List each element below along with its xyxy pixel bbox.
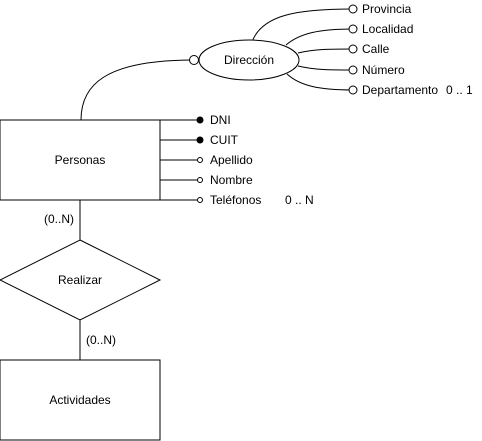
departamento-circle xyxy=(348,85,358,95)
telefonos-circle xyxy=(197,197,203,203)
connector-provincia xyxy=(251,8,354,43)
attr-dni: DNI xyxy=(210,113,231,127)
localidad-circle xyxy=(348,24,358,34)
connector-personas-direccion xyxy=(80,59,195,121)
card-realizar-actividades: (0..N) xyxy=(86,333,116,347)
numero-circle xyxy=(348,65,358,75)
attr-departamento: Departamento xyxy=(362,83,438,97)
cuit-key-circle xyxy=(196,136,204,144)
dni-key-circle xyxy=(196,116,204,124)
card-personas-realizar: (0..N) xyxy=(44,212,74,226)
provincia-circle xyxy=(348,4,358,14)
connector-numero xyxy=(297,65,354,71)
attr-apellido: Apellido xyxy=(210,153,253,167)
attr-cuit: CUIT xyxy=(210,133,239,147)
attr-numero: Número xyxy=(362,63,405,77)
realizar-label: Realizar xyxy=(58,273,102,287)
nombre-circle xyxy=(197,177,203,183)
personas-label: Personas xyxy=(55,153,106,167)
attr-nombre: Nombre xyxy=(210,173,253,187)
calle-circle xyxy=(348,44,358,54)
departamento-cardinality: 0 .. 1 xyxy=(446,83,473,97)
connector-localidad xyxy=(285,28,354,46)
attr-telefonos: Teléfonos xyxy=(210,193,261,207)
connector-departamento xyxy=(286,73,354,91)
attr-localidad: Localidad xyxy=(362,22,413,36)
apellido-circle xyxy=(197,157,203,163)
personas-entity[interactable] xyxy=(0,119,161,201)
actividades-entity[interactable] xyxy=(0,359,161,441)
actividades-label: Actividades xyxy=(49,393,110,407)
direccion-attributes: Provincia Localidad Calle Número Departa… xyxy=(348,2,473,97)
personas-attributes: DNI CUIT Apellido Nombre Teléfonos 0 .. … xyxy=(196,113,314,207)
attr-provincia: Provincia xyxy=(362,2,412,16)
attr-calle: Calle xyxy=(362,42,390,56)
direccion-connector-circle xyxy=(189,55,199,65)
realizar-relationship[interactable] xyxy=(0,239,162,321)
connector-calle xyxy=(297,48,354,54)
direccion-label: Dirección xyxy=(224,53,274,67)
telefonos-cardinality: 0 .. N xyxy=(285,193,314,207)
direccion-connectors xyxy=(79,8,354,360)
